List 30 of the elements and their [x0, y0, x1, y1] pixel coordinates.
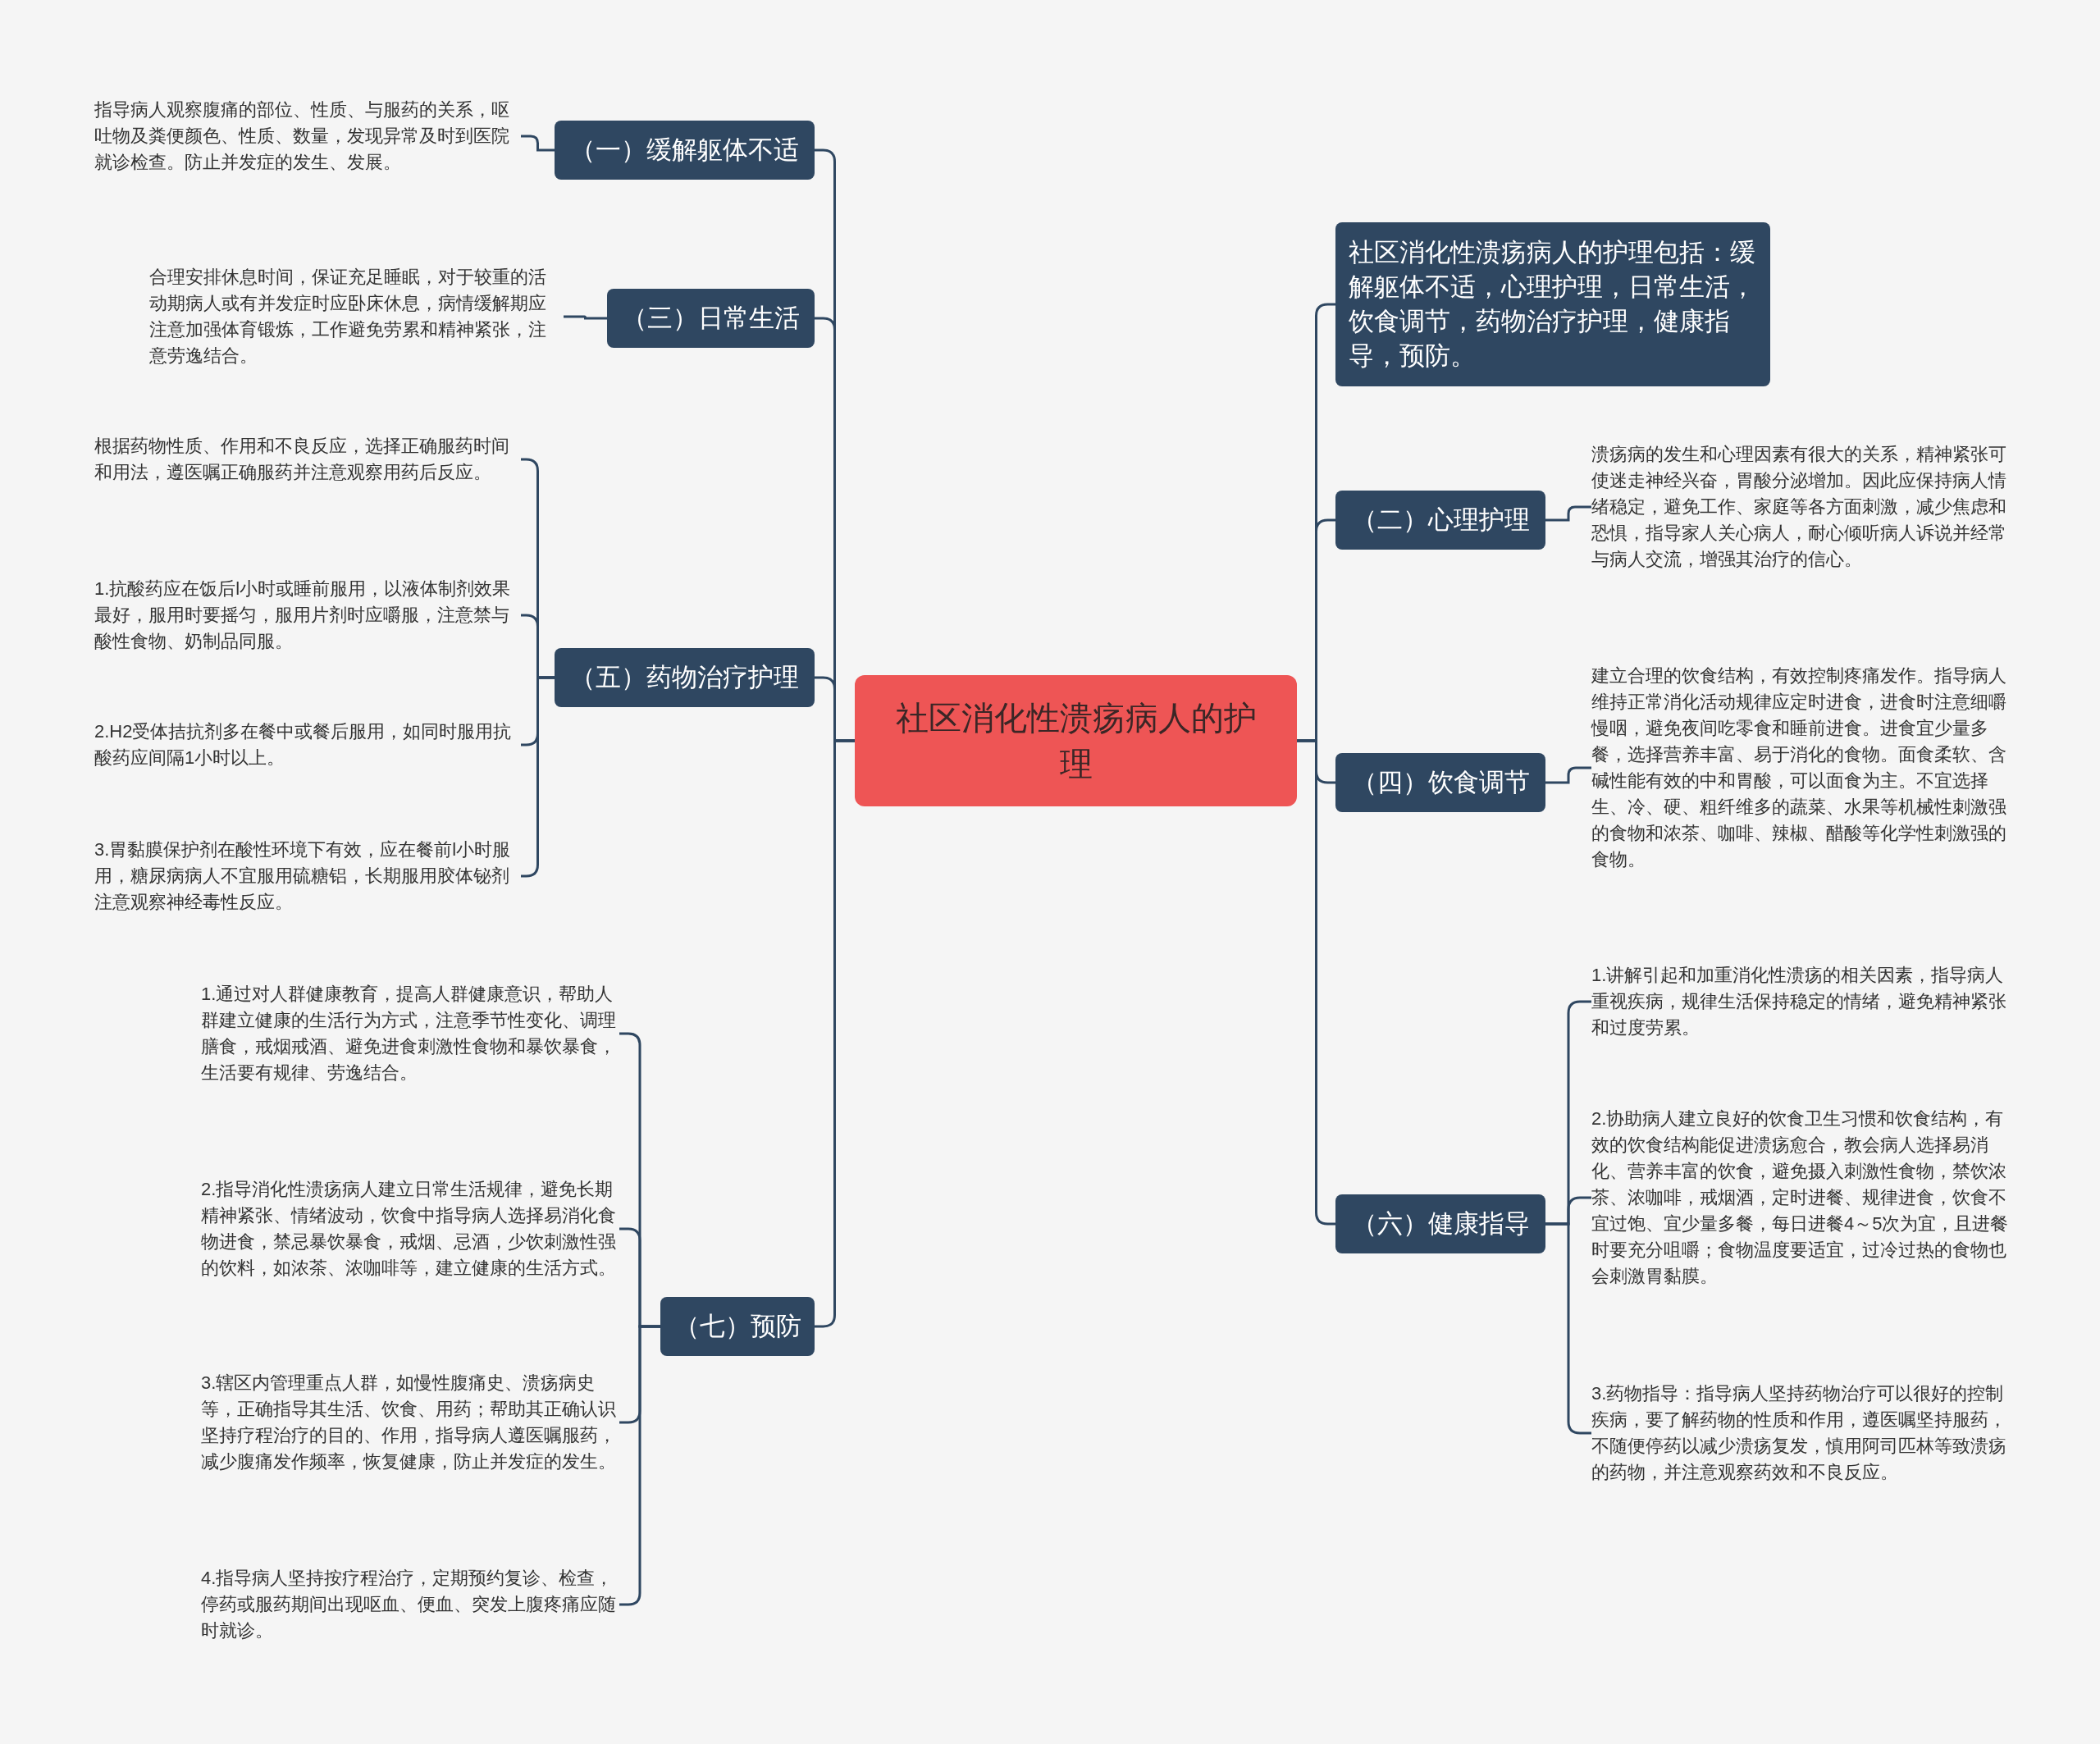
note-text: 3.辖区内管理重点人群，如慢性腹痛史、溃疡病史等，正确指导其生活、饮食、用药；帮助其正确认识坚持疗程治疗的目的、作用，指导病人遵医嘱服药，减少腹痛发作频率，恢复健康，防止并发症的发生。	[201, 1370, 619, 1475]
note-text: 2.H2受体拮抗剂多在餐中或餐后服用，如同时服用抗酸药应间隔1小时以上。	[94, 719, 521, 771]
connector-line	[521, 135, 555, 152]
note-text: 2.协助病人建立良好的饮食卫生习惯和饮食结构，有效的饮食结构能促进溃疡愈合，教会病人选择易消化、营养丰富的饮食，避免摄入刺激性食物，禁饮浓茶、浓咖啡，戒烟酒，定时进餐、规律进食，饮食不宜过饱、宜少量多餐，每日进餐4～5次为宜，且进餐时要充分咀嚼；食物温度要适宜，过冷过热的食物也会刺激胃黏膜。	[1591, 1106, 2010, 1290]
summary-box: 社区消化性溃疡病人的护理包括：缓解躯体不适，心理护理，日常生活，饮食调节，药物治疗护理，健康指导，预防。	[1335, 222, 1770, 386]
branch-topic: （六）健康指导	[1335, 1194, 1545, 1253]
branch-topic: （四）饮食调节	[1335, 753, 1545, 812]
branch-topic: （二）心理护理	[1335, 491, 1545, 550]
note-text: 指导病人观察腹痛的部位、性质、与服药的关系，呕吐物及粪便颜色、性质、数量，发现异常及时到医院就诊检查。防止并发症的发生、发展。	[94, 97, 521, 176]
note-text: 1.讲解引起和加重消化性溃疡的相关因素，指导病人重视疾病，规律生活保持稳定的情绪，避免精神紧张和过度劳累。	[1591, 962, 2010, 1041]
connector-line	[1297, 739, 1335, 1226]
note-text: 1.通过对人群健康教育，提高人群健康意识，帮助人群建立健康的生活行为方式，注意季节性变化、调理膳食，戒烟戒酒、避免进食刺激性食物和暴饮暴食，生活要有规律、劳逸结合。	[201, 981, 619, 1086]
connector-line	[1545, 766, 1591, 784]
note-text: 溃疡病的发生和心理因素有很大的关系，精神紧张可使迷走神经兴奋，胃酸分泌增加。因此应保持病人情绪稳定，避免工作、家庭等各方面刺激，减少焦虑和恐惧，指导家人关心病人，耐心倾听病人诉说并经常与病人交流，增强其治疗的信心。	[1591, 441, 2010, 573]
branch-topic: （五）药物治疗护理	[555, 648, 815, 707]
branch-topic: （三）日常生活	[607, 289, 815, 348]
connector-line	[564, 315, 607, 320]
note-text: 3.胃黏膜保护剂在酸性环境下有效，应在餐前l小时服用，糖尿病病人不宜服用硫糖铝，长期服用胶体铋剂注意观察神经毒性反应。	[94, 837, 521, 915]
branch-topic: （一）缓解躯体不适	[555, 121, 815, 180]
note-text: 合理安排休息时间，保证充足睡眠，对于较重的活动期病人或有并发症时应卧床休息，病情缓解期应注意加强体育锻炼，工作避免劳累和精神紧张，注意劳逸结合。	[149, 264, 564, 369]
branch-topic: （七）预防	[660, 1297, 815, 1356]
note-text: 建立合理的饮食结构，有效控制疼痛发作。指导病人维持正常消化活动规律应定时进食，进食时注意细嚼慢咽，避免夜间吃零食和睡前进食。进食宜少量多餐，选择营养丰富、易于消化的食物。面食柔软、含碱性能有效的中和胃酸，可以面食为主。不宜选择生、冷、硬、粗纤维多的蔬菜、水果等机械性刺激强的食物和浓茶、咖啡、辣椒、醋酸等化学性刺激强的食物。	[1591, 663, 2010, 873]
note-text: 1.抗酸药应在饭后l小时或睡前服用，以液体制剂效果最好，服用时要摇匀，服用片剂时应嚼服，注意禁与酸性食物、奶制品同服。	[94, 576, 521, 655]
connector-line	[815, 739, 855, 1328]
note-text: 根据药物性质、作用和不良反应，选择正确服药时间和用法，遵医嘱正确服药并注意观察用药后反应。	[94, 433, 521, 486]
central-topic: 社区消化性溃疡病人的护理	[855, 675, 1297, 806]
note-text: 2.指导消化性溃疡病人建立日常生活规律，避免长期精神紧张、情绪波动，饮食中指导病人选择易消化食物进食，禁忌暴饮暴食，戒烟、忌酒，少饮刺激性强的饮料，如浓茶、浓咖啡等，建立健康的生活方式。	[201, 1176, 619, 1281]
connector-line	[1545, 505, 1591, 522]
note-text: 3.药物指导：指导病人坚持药物治疗可以很好的控制疾病，要了解药物的性质和作用，遵医嘱坚持服药，不随便停药以减少溃疡复发，慎用阿司匹林等致溃疡的药物，并注意观察药效和不良反应。	[1591, 1381, 2010, 1486]
note-text: 4.指导病人坚持按疗程治疗，定期预约复诊、检查，停药或服药期间出现呕血、便血、突发上腹疼痛应随时就诊。	[201, 1565, 619, 1644]
